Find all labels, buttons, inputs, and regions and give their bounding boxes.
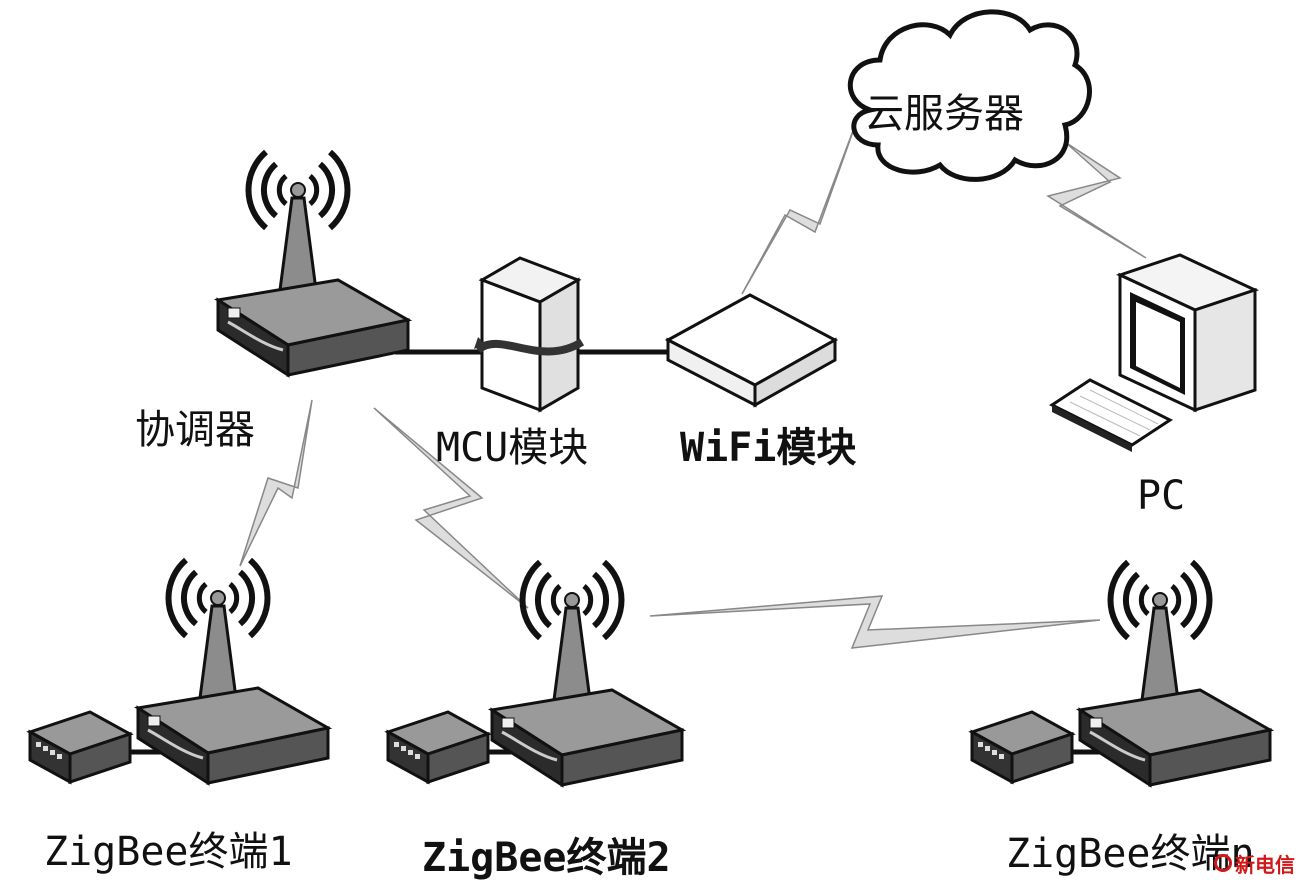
wifi-module-icon xyxy=(664,293,839,408)
wired-links xyxy=(128,349,1110,755)
pc-label: PC xyxy=(1137,473,1186,519)
coordinator-label: 协调器 xyxy=(135,407,255,453)
zigbee-endn-label: ZigBee终端n xyxy=(1006,831,1255,877)
end2-router-icon xyxy=(492,562,682,785)
zigbee-end2-label: ZigBee终端2 xyxy=(422,835,671,881)
end1-router-icon xyxy=(138,560,328,783)
coordinator-router-icon xyxy=(218,152,408,375)
zigbee-end1-label: ZigBee终端1 xyxy=(44,829,293,875)
cloud-server-label: 云服务器 xyxy=(864,91,1024,137)
wifi-module-label: WiFi模块 xyxy=(680,425,857,471)
endn-switch-icon xyxy=(970,710,1074,784)
end1-switch-icon xyxy=(28,710,132,784)
watermark: 新电信 xyxy=(1214,848,1310,878)
pc-icon xyxy=(1049,253,1260,452)
watermark-text: 新电信 xyxy=(1235,852,1295,877)
wireless-links xyxy=(239,111,1147,649)
watermark-logo-icon xyxy=(1214,854,1232,872)
endn-router-icon xyxy=(1080,562,1270,785)
link-wifi-cloud xyxy=(741,111,861,295)
link-coord-end2 xyxy=(373,407,529,609)
link-cloud-pc xyxy=(1046,141,1147,259)
mcu-module-icon xyxy=(474,256,585,413)
mcu-module-label: MCU模块 xyxy=(436,425,589,471)
end2-switch-icon xyxy=(386,710,490,784)
cloud-icon xyxy=(847,9,1092,182)
link-coord-end1 xyxy=(239,399,313,567)
link-end2-endn xyxy=(649,595,1101,649)
